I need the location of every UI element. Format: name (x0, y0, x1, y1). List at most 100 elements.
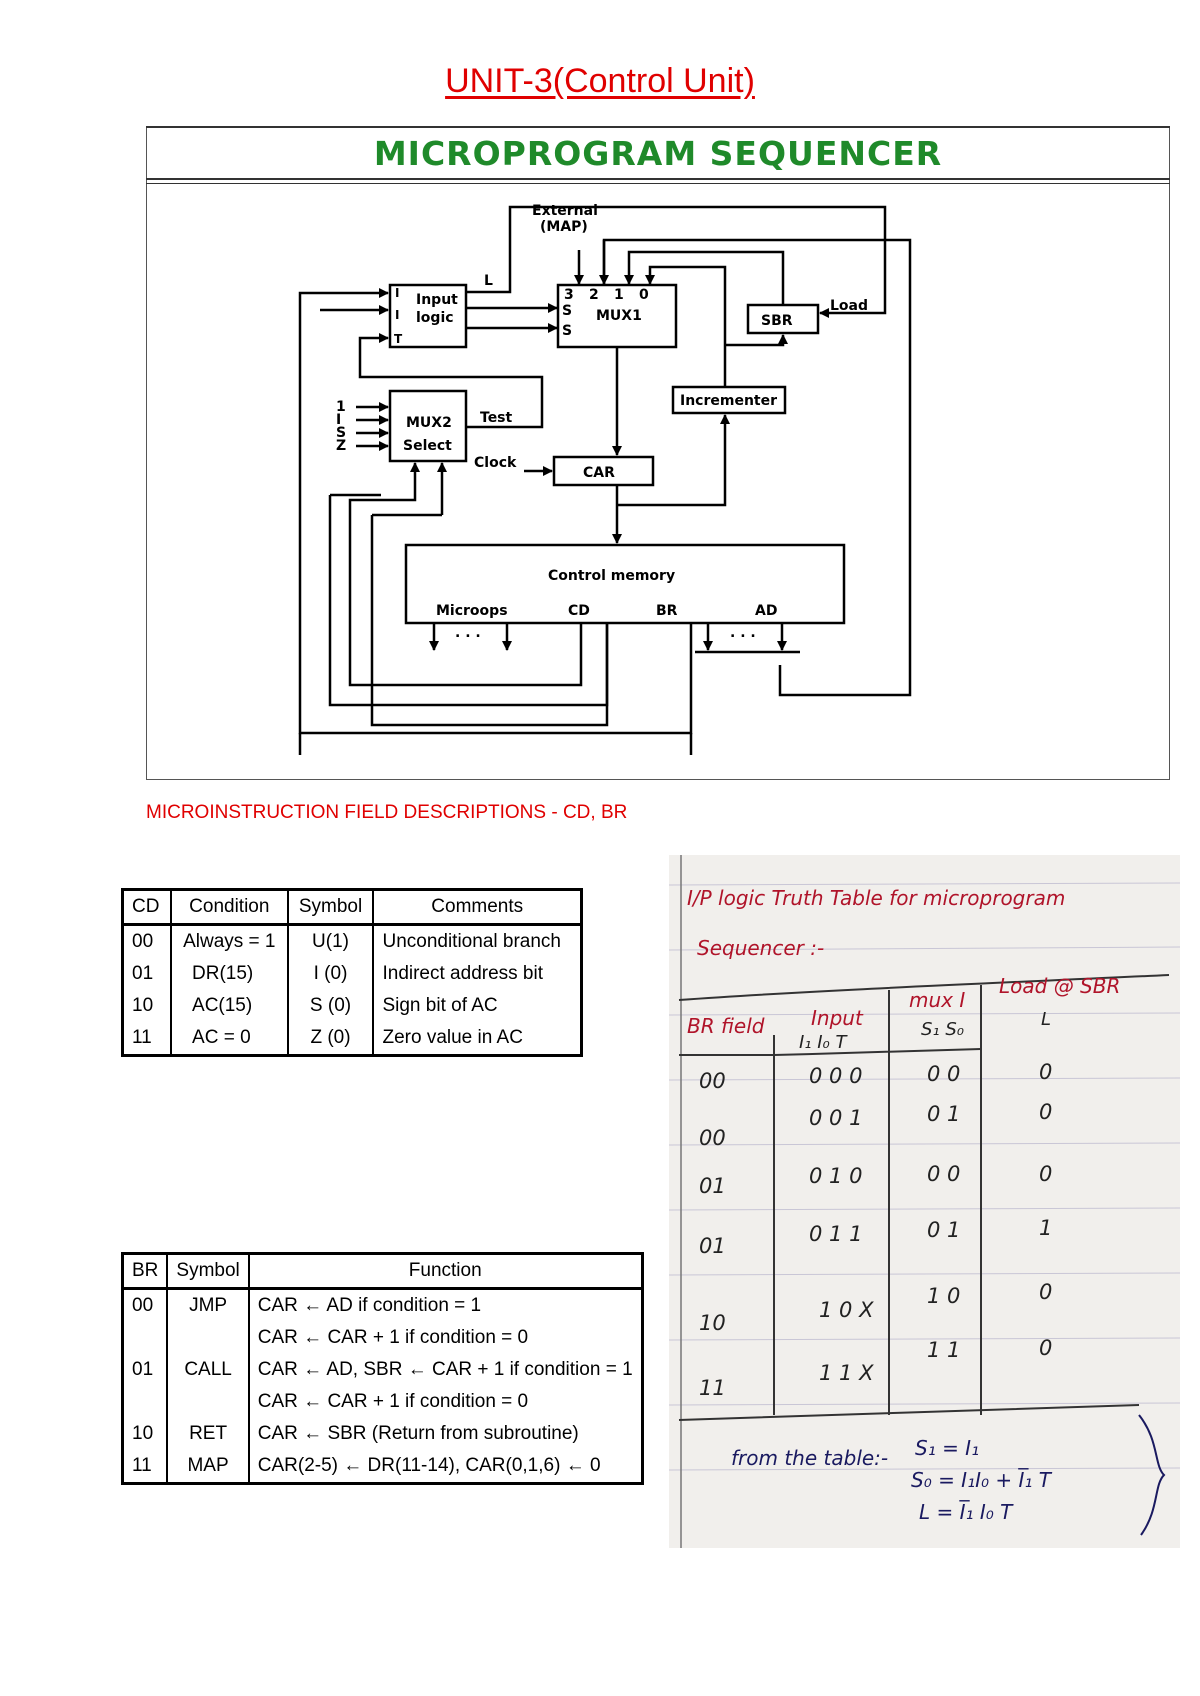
mux1-s1: S (562, 303, 572, 319)
incrementer-box (671, 385, 787, 415)
notes-col-br: BR field (687, 1014, 765, 1038)
clock-label: Clock (474, 455, 517, 471)
notes-row-load: 1 (1039, 1216, 1052, 1240)
car-label: CAR (583, 465, 615, 481)
cd-cell: U(1) (287, 924, 375, 958)
cd-cell: AC = 0 (171, 1022, 289, 1056)
mux2-label: MUX2 (406, 415, 452, 431)
table-row: 00 JMP CAR ← AD if condition = 1 (122, 1288, 643, 1322)
notes-row-br: 00 (699, 1069, 726, 1093)
input-pin-i0: I (395, 308, 399, 322)
notes-row-mux: 0 0 (927, 1162, 960, 1186)
input-pin-t: T (394, 332, 403, 346)
table-row: 00 Always = 1 U(1) Unconditional branch (122, 924, 582, 958)
cd-cell: AC(15) (171, 990, 289, 1022)
notes-row-mux: 1 1 (927, 1338, 960, 1362)
map-label: (MAP) (540, 219, 588, 235)
control-memory-box (404, 543, 846, 625)
mux1-s0: S (562, 323, 572, 339)
table-row: 10 RET CAR ← SBR (Return from subroutine… (122, 1418, 643, 1450)
notes-row-mux: 0 1 (927, 1218, 960, 1242)
mux2-input-i: I (336, 412, 341, 428)
br-cell: CALL (167, 1354, 250, 1386)
br-field-table: BR Symbol Function 00 JMP CAR ← AD if co… (121, 1252, 644, 1485)
section-heading: MICROINSTRUCTION FIELD DESCRIPTIONS - CD… (146, 802, 628, 823)
br-cell: CAR ← CAR + 1 if condition = 0 (257, 1391, 529, 1412)
load-label: Load (830, 298, 868, 314)
input-logic-box (388, 283, 468, 349)
mux1-input-1: 1 (614, 287, 624, 303)
mux1-input-2: 2 (589, 287, 599, 303)
mux1-label: MUX1 (596, 308, 642, 324)
mux1-input-3: 3 (564, 287, 574, 303)
control-memory-label: Control memory (548, 568, 675, 584)
mux2-input-s: S (336, 425, 346, 441)
notes-row-load: 0 (1039, 1280, 1052, 1304)
cd-col-comments: Comments (373, 889, 582, 926)
notes-row-load: 0 (1039, 1162, 1052, 1186)
mux2-input-1: 1 (336, 399, 346, 415)
cd-cell: Indirect address bit (382, 963, 543, 984)
notes-heading-1: I/P logic Truth Table for microprogram (687, 886, 1065, 910)
cd-label: CD (568, 603, 590, 619)
notes-row-br: 00 (699, 1126, 726, 1150)
notes-col-load-sub: L (1041, 1009, 1051, 1030)
notes-heading-2: Sequencer :- (697, 936, 824, 960)
br-col-function: Function (248, 1253, 643, 1290)
notes-row-br: 10 (699, 1311, 726, 1335)
microprogram-sequencer-diagram: External (MAP) Input logic I I T L 3 2 1… (298, 203, 912, 755)
cd-table-header-row: CD Condition Symbol Comments (122, 889, 582, 926)
cd-cell: Z (0) (287, 1022, 375, 1056)
figure-title-bar: MICROPROGRAM SEQUENCER (146, 126, 1170, 184)
sbr-label: SBR (761, 313, 793, 329)
br-cell: 10 (122, 1418, 169, 1450)
notes-eq-s1: S₁ = I₁ (915, 1436, 979, 1460)
cd-cell: 01 (122, 958, 173, 990)
notes-row-mux: 0 1 (927, 1102, 960, 1126)
br-table-header-row: BR Symbol Function (122, 1253, 643, 1290)
cd-cell: Zero value in AC (382, 1027, 523, 1048)
external-label: External (532, 203, 598, 219)
notes-eq-l: L = I̅₁ I₀ T (919, 1499, 1014, 1524)
notes-row-load: 0 (1039, 1336, 1052, 1360)
notes-row-load: 0 (1039, 1060, 1052, 1084)
table-row: 10 AC(15) S (0) Sign bit of AC (122, 990, 582, 1022)
test-label: Test (480, 410, 513, 426)
notes-row-br: 01 (699, 1174, 726, 1198)
br-cell: 00 (122, 1288, 169, 1322)
notes-col-mux-sub: S₁ S₀ (921, 1019, 964, 1040)
mux1-input-0: 0 (639, 287, 649, 303)
br-cell: CAR ← AD if condition = 1 (257, 1295, 482, 1316)
table-row: 11 MAP CAR(2-5) ← DR(11-14), CAR(0,1,6) … (122, 1450, 643, 1484)
notes-footer-label: from the table:- (731, 1446, 888, 1470)
notes-row-input: 0 1 1 (809, 1222, 862, 1246)
br-cell (122, 1386, 169, 1418)
notes-row-load: 0 (1039, 1100, 1052, 1124)
table-row: 01 DR(15) I (0) Indirect address bit (122, 958, 582, 990)
br-cell (122, 1322, 169, 1354)
table-row: CAR ← CAR + 1 if condition = 0 (122, 1322, 643, 1354)
br-cell: CAR(2-5) ← DR(11-14), CAR(0,1,6) ← 0 (257, 1455, 601, 1476)
notes-col-load: Load @ SBR (999, 974, 1120, 998)
br-cell: JMP (167, 1288, 250, 1322)
l-signal-label: L (484, 273, 493, 289)
ad-label: AD (755, 603, 777, 619)
br-label: BR (656, 603, 678, 619)
cd-field-table: CD Condition Symbol Comments 00 Always =… (121, 888, 583, 1057)
notes-row-input: 1 0 X (819, 1298, 874, 1322)
cd-cell: DR(15) (171, 958, 289, 990)
br-cell (167, 1386, 250, 1418)
notes-eq-s0: S₀ = I₁I₀ + I̅₁ T (911, 1467, 1053, 1492)
car-box (552, 455, 655, 487)
microops-dots: . . . (455, 625, 481, 641)
cd-cell: I (0) (287, 958, 375, 990)
cd-cell: Unconditional branch (382, 931, 561, 952)
input-pin-i1: I (395, 286, 399, 300)
handwritten-notes-photo: I/P logic Truth Table for microprogram S… (669, 855, 1180, 1548)
cd-col-cd: CD (122, 889, 173, 926)
notes-col-mux: mux I (909, 988, 965, 1012)
br-cell (167, 1322, 250, 1354)
select-label: Select (403, 438, 452, 454)
input-logic-label-2: logic (416, 310, 454, 326)
br-cell: CAR ← CAR + 1 if condition = 0 (257, 1327, 529, 1348)
